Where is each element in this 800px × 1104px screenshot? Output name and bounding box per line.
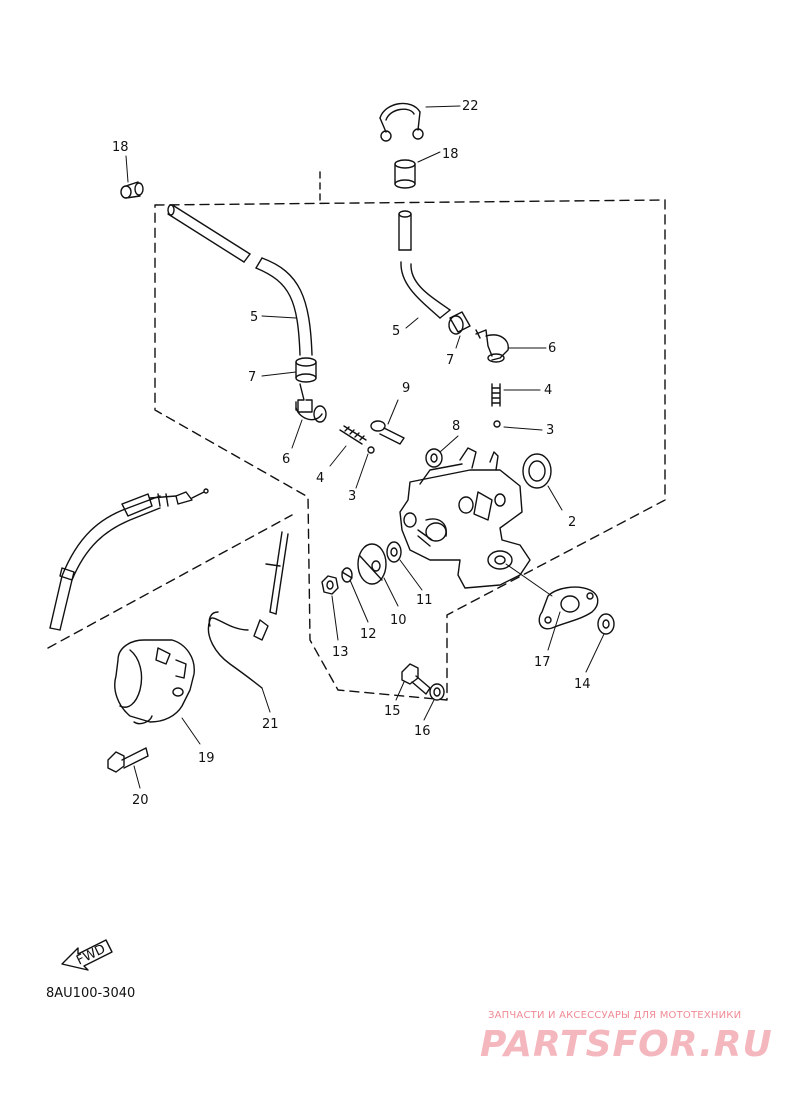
label-5-left: 5 — [250, 310, 258, 325]
label-14: 14 — [574, 677, 591, 692]
label-4-right: 4 — [544, 383, 552, 398]
adjust-screw-left — [339, 425, 367, 445]
label-13: 13 — [332, 645, 349, 660]
leader-lines — [125, 105, 605, 789]
banjo-fitting-right — [475, 329, 509, 363]
lock-washer — [341, 567, 353, 583]
watermark-tagline: ЗАПЧАСТИ И АКСЕССУАРЫ ДЛЯ МОТОТЕХНИКИ — [488, 1010, 742, 1021]
label-15: 15 — [384, 704, 401, 719]
clip-part — [379, 102, 424, 142]
pump-cable-housing — [49, 488, 209, 631]
label-3-right: 3 — [546, 423, 554, 438]
label-12: 12 — [360, 627, 377, 642]
oil-hose-right — [398, 210, 451, 319]
diagram-code: 8AU100-3040 — [46, 986, 136, 1001]
check-ball-left — [367, 446, 375, 454]
label-5-right: 5 — [392, 324, 400, 339]
pump-cable — [207, 531, 289, 689]
pump-cover — [114, 639, 195, 725]
label-22: 22 — [462, 99, 479, 114]
label-7-right: 7 — [446, 353, 454, 368]
label-4-left: 4 — [316, 471, 324, 486]
label-18-left: 18 — [112, 140, 129, 155]
label-7-left: 7 — [248, 370, 256, 385]
leader-gasket-to-pump — [505, 563, 553, 597]
part-labels: 22 18 18 5 5 7 7 6 6 4 4 3 3 9 8 2 10 11… — [74, 99, 590, 968]
label-16: 16 — [414, 724, 431, 739]
plain-washer — [386, 541, 402, 563]
cover-screw — [107, 747, 149, 773]
sleeve-part-left — [120, 181, 144, 199]
gasket-washer — [425, 448, 443, 468]
hex-nut — [321, 575, 339, 595]
hose-clamp-right — [448, 311, 471, 335]
check-ball-right — [493, 420, 501, 428]
label-3-left: 3 — [348, 489, 356, 504]
hose-clamp-left — [295, 357, 317, 383]
o-ring-washer — [597, 613, 615, 635]
label-10: 10 — [390, 613, 407, 628]
fwd-arrow-icon — [61, 939, 113, 971]
adjust-screw-right — [491, 383, 501, 407]
label-11: 11 — [416, 593, 433, 608]
bleed-bolt — [370, 420, 405, 445]
watermark-brand: PARTSFOR.RU — [480, 1024, 773, 1065]
oil-seal — [522, 453, 552, 489]
banjo-fitting-left — [295, 383, 327, 423]
oil-hose-left — [167, 204, 313, 356]
label-2: 2 — [568, 515, 576, 530]
oil-pump-body — [399, 447, 531, 589]
assembly-dashed-outline — [154, 199, 666, 701]
label-18-right: 18 — [442, 147, 459, 162]
label-17: 17 — [534, 655, 551, 670]
label-20: 20 — [132, 793, 149, 808]
label-6-right: 6 — [548, 341, 556, 356]
sleeve-part-right — [394, 159, 416, 189]
label-6-left: 6 — [282, 452, 290, 467]
label-21: 21 — [262, 717, 279, 732]
mounting-bolt — [401, 663, 431, 695]
pump-pulley — [357, 543, 387, 585]
bolt-washer — [429, 683, 445, 701]
fwd-label: FWD — [74, 942, 108, 969]
dashed-leader-cable — [47, 514, 293, 649]
label-19: 19 — [198, 751, 215, 766]
label-8: 8 — [452, 419, 460, 434]
label-9: 9 — [402, 381, 410, 396]
pump-gasket — [538, 586, 599, 630]
